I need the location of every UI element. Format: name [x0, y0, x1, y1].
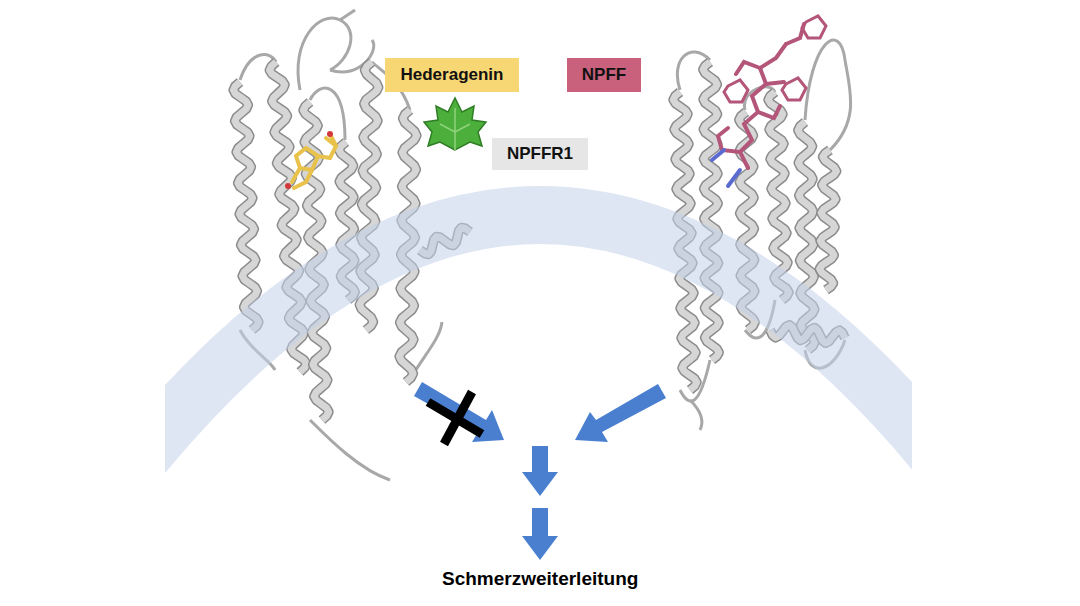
helix [820, 150, 837, 290]
box-text: NPFF [582, 65, 626, 85]
block-cross [428, 392, 482, 444]
helix [233, 82, 258, 330]
signal-arrows [414, 382, 666, 560]
helix-outline [703, 62, 719, 360]
ivy-leaf [424, 98, 486, 150]
hederagenin-molecule [285, 131, 336, 189]
helix-outline [820, 150, 837, 290]
label-box: NPFFR1 [492, 138, 588, 170]
label-box: NPFF [567, 58, 641, 92]
helix-outline [233, 82, 258, 330]
npff-peptide [712, 16, 826, 186]
membrane-band [165, 215, 912, 470]
box-text: NPFFR1 [507, 144, 573, 164]
outcome-label: Schmerzweiterleitung [442, 568, 638, 590]
loop [690, 400, 702, 430]
loop [298, 10, 374, 90]
label-box: Hederagenin [385, 58, 519, 92]
box-text: Hederagenin [401, 65, 504, 85]
helix [703, 62, 719, 360]
